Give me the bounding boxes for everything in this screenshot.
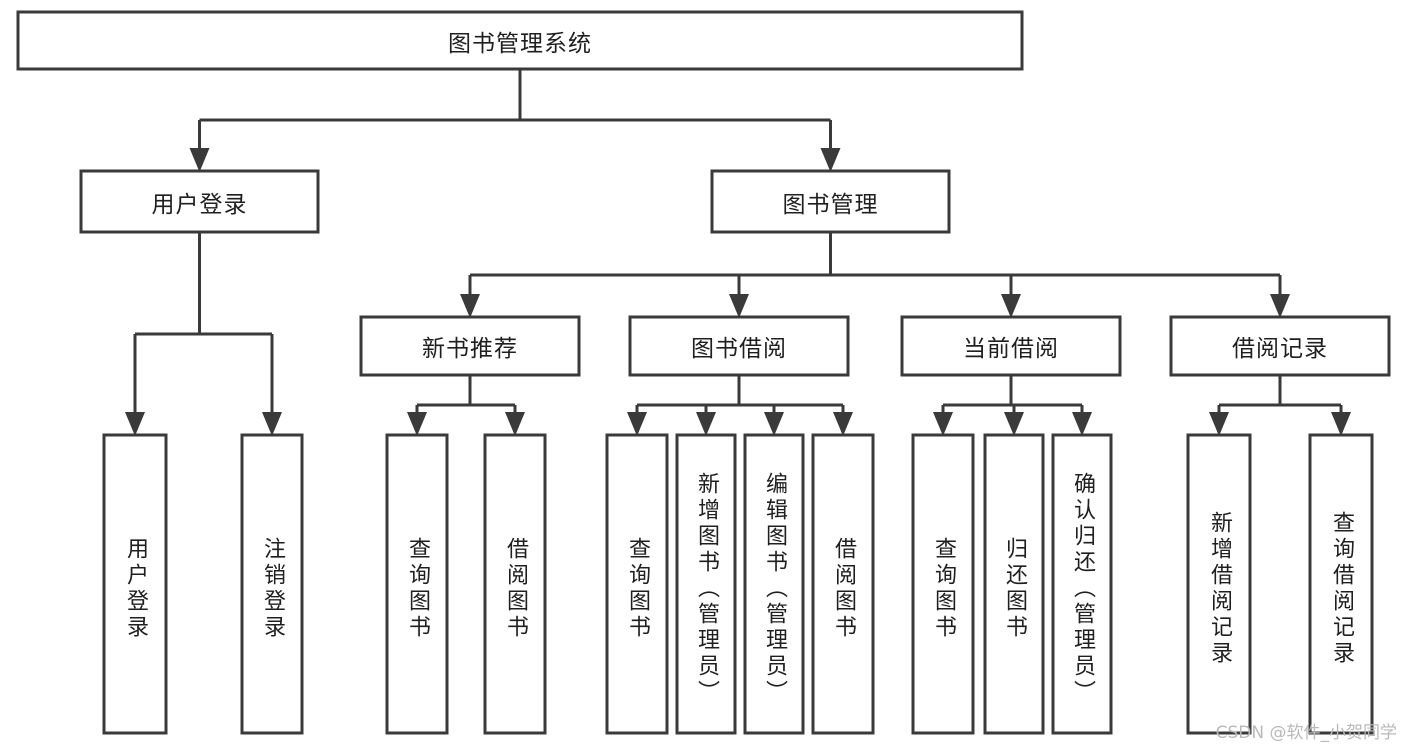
node-box-leaf-edit-book-bb[interactable] [743, 433, 805, 735]
arrow-head-user-login [189, 148, 210, 172]
arrow-head-leaf-query-book-nbr [407, 412, 427, 436]
node-box-leaf-user-login[interactable] [102, 433, 168, 735]
node-box-leaf-query-book-bb[interactable] [605, 433, 669, 735]
arrow-head-leaf-query-record-br [1331, 412, 1351, 436]
edges-layer [125, 69, 1351, 436]
node-box-root[interactable] [16, 10, 1024, 71]
arrow-head-leaf-add-book-bb [696, 412, 716, 436]
arrow-head-leaf-user-login [125, 412, 145, 436]
arrow-head-book-manage [820, 148, 841, 172]
arrow-head-leaf-confirm-return-cb [1072, 412, 1092, 436]
node-box-new-book-recommend[interactable] [359, 315, 581, 377]
node-box-leaf-user-logout[interactable] [240, 433, 304, 735]
arrow-head-leaf-query-book-cb [933, 412, 953, 436]
arrow-head-leaf-user-logout [262, 412, 282, 436]
node-box-user-login[interactable] [79, 169, 320, 234]
node-box-leaf-confirm-return-cb[interactable] [1051, 433, 1113, 735]
arrow-head-leaf-borrow-book-nbr [505, 412, 525, 436]
arrow-head-current-borrow [1001, 294, 1021, 318]
node-box-leaf-return-book-cb[interactable] [983, 433, 1045, 735]
node-box-leaf-add-record-br[interactable] [1186, 433, 1252, 735]
node-box-book-manage[interactable] [710, 169, 951, 234]
node-box-leaf-borrow-book-bb[interactable] [811, 433, 875, 735]
arrow-head-leaf-query-book-bb [627, 412, 647, 436]
arrow-head-borrow-record [1270, 294, 1290, 318]
node-box-leaf-query-record-br[interactable] [1308, 433, 1374, 735]
arrow-head-book-borrow [729, 294, 749, 318]
node-box-leaf-add-book-bb[interactable] [675, 433, 737, 735]
node-box-book-borrow[interactable] [628, 315, 850, 377]
arrow-head-new-book-recommend [460, 294, 480, 318]
arrow-head-leaf-borrow-book-bb [833, 412, 853, 436]
node-box-leaf-query-book-cb[interactable] [911, 433, 975, 735]
node-box-leaf-borrow-book-nbr[interactable] [483, 433, 547, 735]
arrow-head-leaf-add-record-br [1209, 412, 1229, 436]
boxes-layer [16, 10, 1391, 735]
arrow-head-leaf-edit-book-bb [764, 412, 784, 436]
node-box-leaf-query-book-nbr[interactable] [385, 433, 449, 735]
node-box-current-borrow[interactable] [900, 315, 1122, 377]
node-box-borrow-record[interactable] [1169, 315, 1391, 377]
arrow-head-leaf-return-book-cb [1004, 412, 1024, 436]
